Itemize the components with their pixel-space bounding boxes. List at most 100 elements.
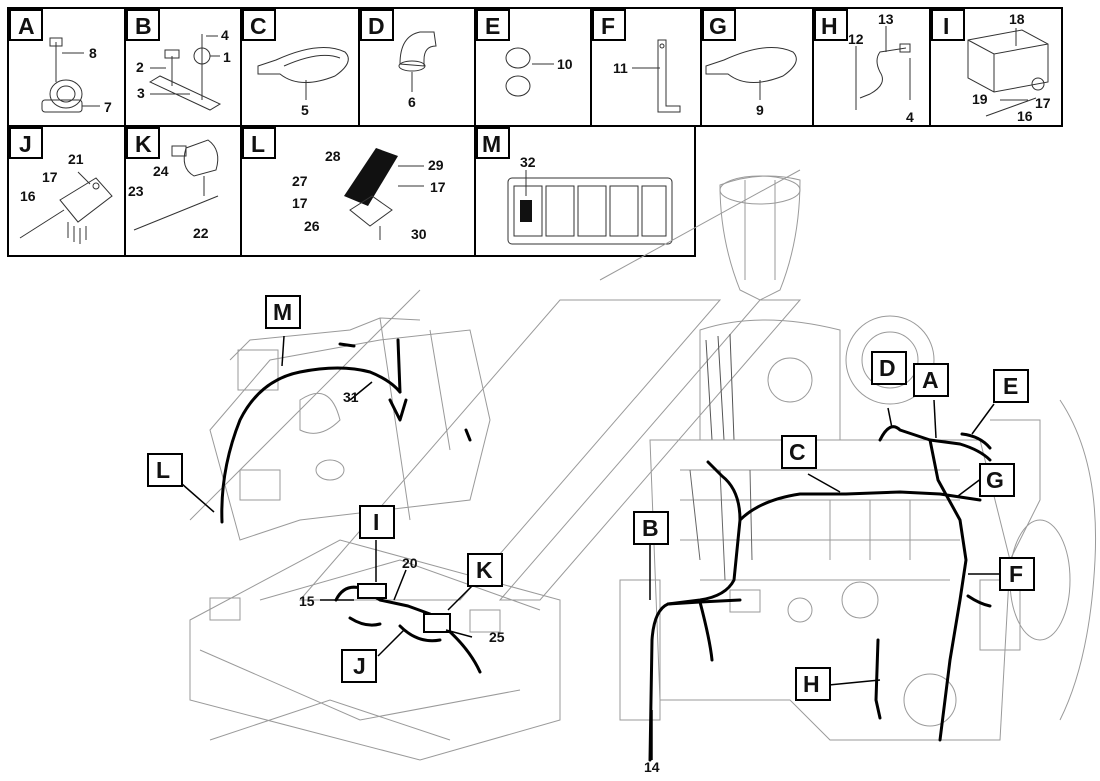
panel-K-part-22: 22 — [193, 225, 209, 241]
panel-H-part-13: 13 — [878, 11, 894, 27]
panel-J-part-16: 16 — [20, 188, 36, 204]
callout-K: K — [476, 557, 493, 583]
panel-B-part-2: 2 — [136, 59, 144, 75]
callout-A: A — [922, 367, 939, 393]
panel-E-drawing: 10 — [505, 47, 573, 97]
panel-H-part-12: 12 — [848, 31, 864, 47]
panel-K-part-23: 23 — [128, 183, 144, 199]
panel-L-part-17: 17 — [292, 195, 308, 211]
panel-L-part-30: 30 — [411, 226, 427, 242]
panel-E-part-10: 10 — [557, 56, 573, 72]
panel-I-letter: I — [943, 13, 949, 39]
callout-L-box — [147, 453, 183, 487]
callout-B-box — [633, 511, 669, 545]
panel-C-drawing: 5 — [257, 47, 349, 118]
callout-D-box — [871, 351, 907, 385]
panel-I-part-16: 16 — [1017, 108, 1033, 124]
callout-D: D — [879, 355, 896, 381]
panel-I-drawing: 18 19 17 16 — [967, 11, 1051, 124]
callout-L: L — [156, 457, 170, 483]
cab-outline — [209, 317, 491, 541]
panel-F-part-11: 11 — [613, 60, 628, 76]
panel-E-letter: E — [485, 13, 500, 39]
panel-A-part-8: 8 — [89, 45, 97, 61]
engine-outline — [619, 175, 1097, 741]
callout-J-box — [341, 649, 377, 683]
frame-outline — [189, 539, 561, 761]
panel-A-drawing: 8 7 — [41, 37, 112, 115]
panel-L-part-17b: 17 — [430, 179, 446, 195]
callout-H: H — [803, 671, 820, 697]
panel-J-part-21: 21 — [68, 151, 84, 167]
panel-F-drawing: 11 — [613, 39, 681, 113]
callouts: M L I K J B C D A E G F H — [147, 295, 1035, 775]
panel-B-part-1: 1 — [223, 49, 231, 65]
panel-I-part-17: 17 — [1035, 95, 1051, 111]
panel-B — [124, 7, 242, 127]
callout-K-box — [467, 553, 503, 587]
panel-K-part-24: 24 — [153, 163, 169, 179]
callout-E-box — [993, 369, 1029, 403]
callout-M: M — [273, 299, 292, 325]
callout-M-box — [265, 295, 301, 329]
callout-G-box — [979, 463, 1015, 497]
panel-K-drawing: 24 23 22 — [128, 139, 219, 241]
panel-K-letter: K — [135, 131, 152, 157]
callout-F-box — [999, 557, 1035, 591]
panel-L-letter: L — [251, 131, 265, 157]
panel-G-letter: G — [709, 13, 727, 39]
panel-H-drawing: 13 12 4 — [848, 11, 914, 125]
callout-20: 20 — [402, 555, 418, 571]
panel-D-letter: D — [368, 13, 385, 39]
panel-F-letter: F — [601, 13, 615, 39]
wire-harness — [220, 338, 992, 762]
panel-M-part-32: 32 — [520, 154, 536, 170]
leader-lines — [181, 335, 1000, 760]
panel-I-part-19: 19 — [972, 91, 988, 107]
callout-C: C — [789, 439, 806, 465]
panel-B-part-4: 4 — [221, 27, 229, 43]
panel-M — [474, 125, 696, 257]
panel-H-letter: H — [821, 13, 838, 39]
panel-L-part-29: 29 — [428, 157, 444, 173]
panel-D-part-6: 6 — [408, 94, 416, 110]
panel-J-drawing: 21 17 16 — [19, 151, 113, 244]
callout-E: E — [1003, 373, 1018, 399]
callout-14: 14 — [644, 759, 660, 775]
panel-B-part-3: 3 — [137, 85, 145, 101]
panel-G-drawing: 9 — [705, 47, 797, 118]
panel-C-part-5: 5 — [301, 102, 309, 118]
main-assembly-drawing: M L I K J B C D A E G F H — [147, 169, 1097, 775]
panel-L-part-28: 28 — [325, 148, 341, 164]
panel-J-letter: J — [19, 131, 32, 157]
panel-B-drawing: 4 1 2 3 — [136, 27, 231, 111]
panel-M-drawing: 32 — [507, 154, 673, 245]
panel-L-drawing: 28 29 27 17 17 26 30 — [292, 148, 446, 242]
callout-I-box — [359, 505, 395, 539]
panel-A-part-7: 7 — [104, 99, 112, 115]
callout-H-box — [795, 667, 831, 701]
callout-G: G — [986, 467, 1004, 493]
panel-H-part-4: 4 — [906, 109, 914, 125]
panel-M-letter: M — [482, 131, 501, 157]
callout-C-box — [781, 435, 817, 469]
panel-L-part-27: 27 — [292, 173, 308, 189]
callout-31: 31 — [343, 389, 359, 405]
panel-J-part-17: 17 — [42, 169, 58, 185]
callout-B: B — [642, 515, 659, 541]
callout-J: J — [353, 653, 366, 679]
panel-A-letter: A — [18, 13, 35, 39]
panel-C-letter: C — [250, 13, 267, 39]
callout-25: 25 — [489, 629, 505, 645]
panel-letter-tags: A B C D E F G H I J K L M — [9, 9, 965, 159]
callout-A-box — [913, 363, 949, 397]
panel-D-drawing: 6 — [398, 31, 437, 110]
callout-I: I — [373, 509, 379, 535]
callout-F: F — [1009, 561, 1023, 587]
panel-L-part-26: 26 — [304, 218, 320, 234]
panel-B-letter: B — [135, 13, 152, 39]
panel-G-part-9: 9 — [756, 102, 764, 118]
callout-15: 15 — [299, 593, 315, 609]
